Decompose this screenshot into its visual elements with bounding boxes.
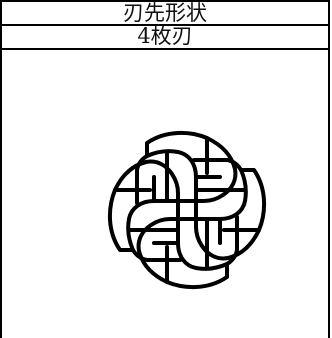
flute-count-value: 4枚刃	[2, 24, 328, 50]
flute-shape-image-cell	[2, 50, 328, 338]
four-flute-endmill-cross-section-icon	[107, 130, 267, 290]
cutting-edge-shape-header: 刃先形状	[2, 0, 328, 26]
